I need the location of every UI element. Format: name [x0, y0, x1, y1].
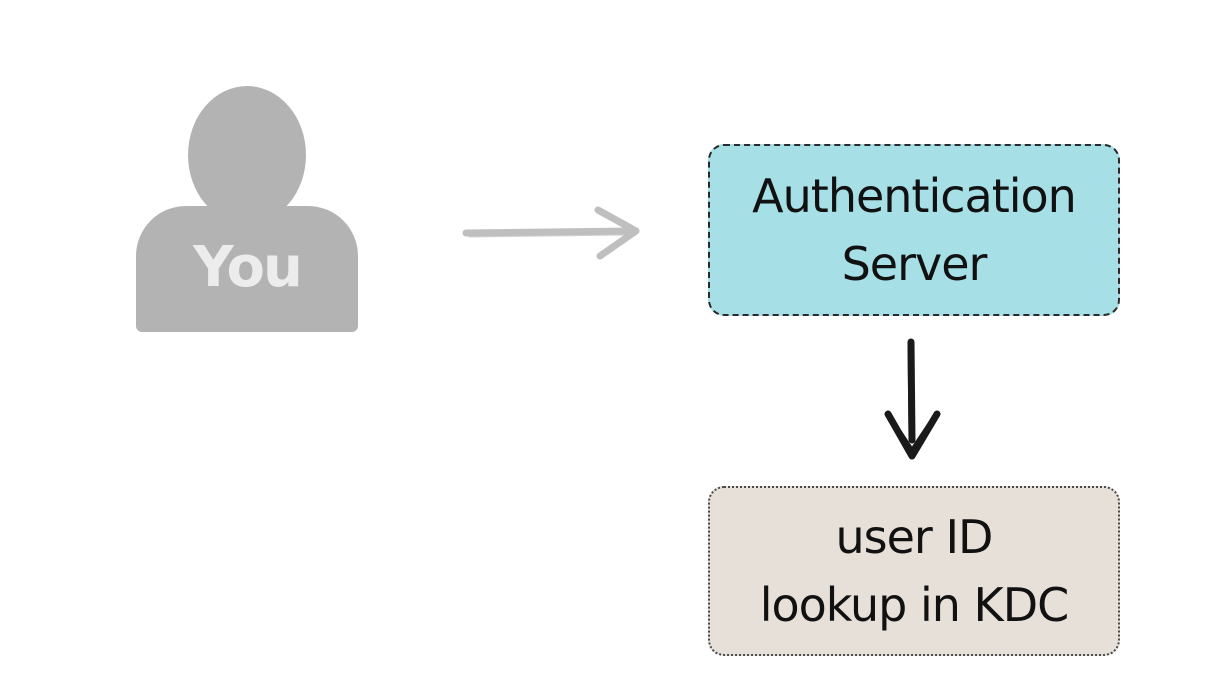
- kdc-label-line1: user ID: [835, 510, 994, 564]
- authentication-server-box: Authentication Server: [708, 144, 1120, 316]
- authentication-server-label-line2: Server: [841, 237, 988, 291]
- authentication-server-label-line1: Authentication: [752, 169, 1077, 223]
- user-body: [136, 206, 358, 332]
- user-label: You: [193, 235, 303, 300]
- kdc-lookup-box: user ID lookup in KDC: [708, 486, 1120, 656]
- kdc-label-line2: lookup in KDC: [759, 578, 1070, 632]
- user-head: [188, 86, 306, 224]
